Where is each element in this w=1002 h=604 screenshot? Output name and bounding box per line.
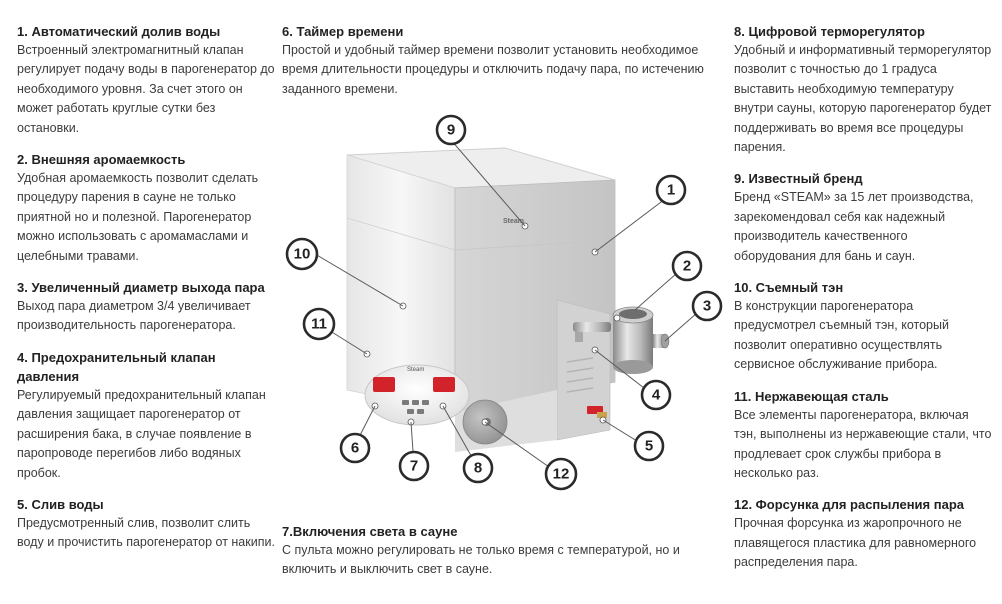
timer-display: [373, 377, 395, 392]
feature-text: Удобный и информативный терморегулятор п…: [734, 43, 992, 155]
feature-3: 3. Увеличенный диаметр выхода пара Выход…: [17, 278, 275, 336]
features-right-column: 8. Цифровой терморегулятор Удобный и инф…: [734, 22, 992, 585]
callout-5: 5: [633, 430, 665, 462]
feature-text: Все элементы парогенератора, включая тэн…: [734, 407, 992, 480]
callout-4: 4: [640, 379, 672, 411]
feature-title: 6. Таймер времени: [282, 24, 404, 39]
callout-7: 7: [398, 450, 430, 482]
svg-text:9: 9: [447, 122, 455, 139]
panel-brand-label: Steam: [407, 367, 424, 373]
svg-text:5: 5: [645, 438, 653, 455]
svg-text:1: 1: [667, 182, 675, 199]
feature-title: 4. Предохранительный клапан давления: [17, 349, 216, 384]
feature-title: 10. Съемный тэн: [734, 280, 844, 296]
svg-text:6: 6: [351, 440, 359, 457]
panel-button: [417, 409, 424, 414]
panel-button: [412, 400, 419, 405]
feature-2: 2. Внешняя аромаемкость Удобная аромаемк…: [17, 150, 275, 266]
feature-title: 1. Автоматический долив воды: [17, 24, 221, 39]
feature-text: Предусмотренный слив, позволит слить вод…: [17, 515, 275, 550]
feature-title: 2. Внешняя аромаемкость: [17, 152, 186, 168]
drain-valve: [587, 406, 607, 418]
svg-text:10: 10: [294, 246, 311, 263]
svg-text:8: 8: [474, 460, 482, 477]
feature-title: 12. Форсунка для распыления пара: [734, 497, 964, 513]
feature-text: Выход пара диаметром 3/4 увеличивает про…: [17, 299, 251, 333]
callout-10: 10: [285, 237, 319, 271]
features-left-column: 1. Автоматический долив воды Встроенный …: [17, 22, 275, 565]
panel-button: [407, 409, 414, 414]
feature-text: Прочная форсунка из жаропрочного не плав…: [734, 516, 977, 570]
control-panel: Steam: [364, 364, 470, 426]
feature-5: 5. Слив воды Предусмотренный слив, позво…: [17, 495, 275, 553]
svg-text:12: 12: [553, 466, 570, 483]
feature-6: 6. Таймер времени Простой и удобный тайм…: [282, 22, 728, 99]
steam-generator-diagram: Steam Steam: [285, 114, 723, 491]
callout-11: 11: [302, 307, 336, 341]
temperature-display: [433, 377, 455, 392]
feature-title: 5. Слив воды: [17, 496, 104, 512]
callout-9: 9: [435, 114, 467, 146]
aroma-container: [612, 306, 654, 374]
svg-text:4: 4: [652, 387, 661, 404]
feature-8: 8. Цифровой терморегулятор Удобный и инф…: [734, 22, 992, 157]
callout-3: 3: [691, 290, 723, 322]
feature-11: 11. Нержавеющая сталь Все элементы парог…: [734, 387, 992, 484]
callout-12: 12: [544, 457, 578, 491]
feature-text: Простой и удобный таймер времени позволи…: [282, 43, 704, 96]
feature-7: 7.Включения света в сауне С пульта можно…: [282, 522, 728, 580]
svg-text:11: 11: [311, 316, 327, 333]
panel-button: [402, 400, 409, 405]
callout-2: 2: [671, 250, 703, 282]
cabinet-brand-label: Steam: [503, 218, 524, 225]
feature-title: 3. Увеличенный диаметр выхода пара: [17, 280, 265, 296]
callout-8: 8: [462, 452, 494, 484]
feature-text: В конструкции парогенератора предусмотре…: [734, 299, 949, 372]
svg-text:3: 3: [703, 298, 711, 315]
steam-outlet-pipe: [653, 333, 670, 349]
feature-text: Регулируемый предохранительный клапан да…: [17, 387, 266, 480]
feature-9: 9. Известный бренд Бренд «STEAM» за 15 л…: [734, 169, 992, 266]
svg-text:2: 2: [683, 258, 691, 275]
feature-title: 7.Включения света в сауне: [282, 524, 458, 539]
feature-text: С пульта можно регулировать не только вр…: [282, 543, 680, 577]
feature-4: 4. Предохранительный клапан давления Рег…: [17, 348, 275, 483]
feature-title: 9. Известный бренд: [734, 171, 863, 187]
panel-button: [422, 400, 429, 405]
feature-1: 1. Автоматический долив воды Встроенный …: [17, 22, 275, 138]
feature-text: Бренд «STEAM» за 15 лет производства, за…: [734, 190, 974, 263]
feature-title: 8. Цифровой терморегулятор: [734, 24, 925, 39]
feature-10: 10. Съемный тэн В конструкции парогенера…: [734, 278, 992, 375]
feature-title: 11. Нержавеющая сталь: [734, 388, 889, 404]
pressure-valve: [573, 322, 611, 342]
callout-1: 1: [655, 174, 687, 206]
feature-text: Встроенный электромагнитный клапан регул…: [17, 43, 275, 135]
feature-12: 12. Форсунка для распыления пара Прочная…: [734, 495, 992, 572]
svg-text:7: 7: [410, 458, 418, 475]
feature-text: Удобная аромаемкость позволит сделать пр…: [17, 171, 259, 263]
callout-6: 6: [339, 432, 371, 464]
